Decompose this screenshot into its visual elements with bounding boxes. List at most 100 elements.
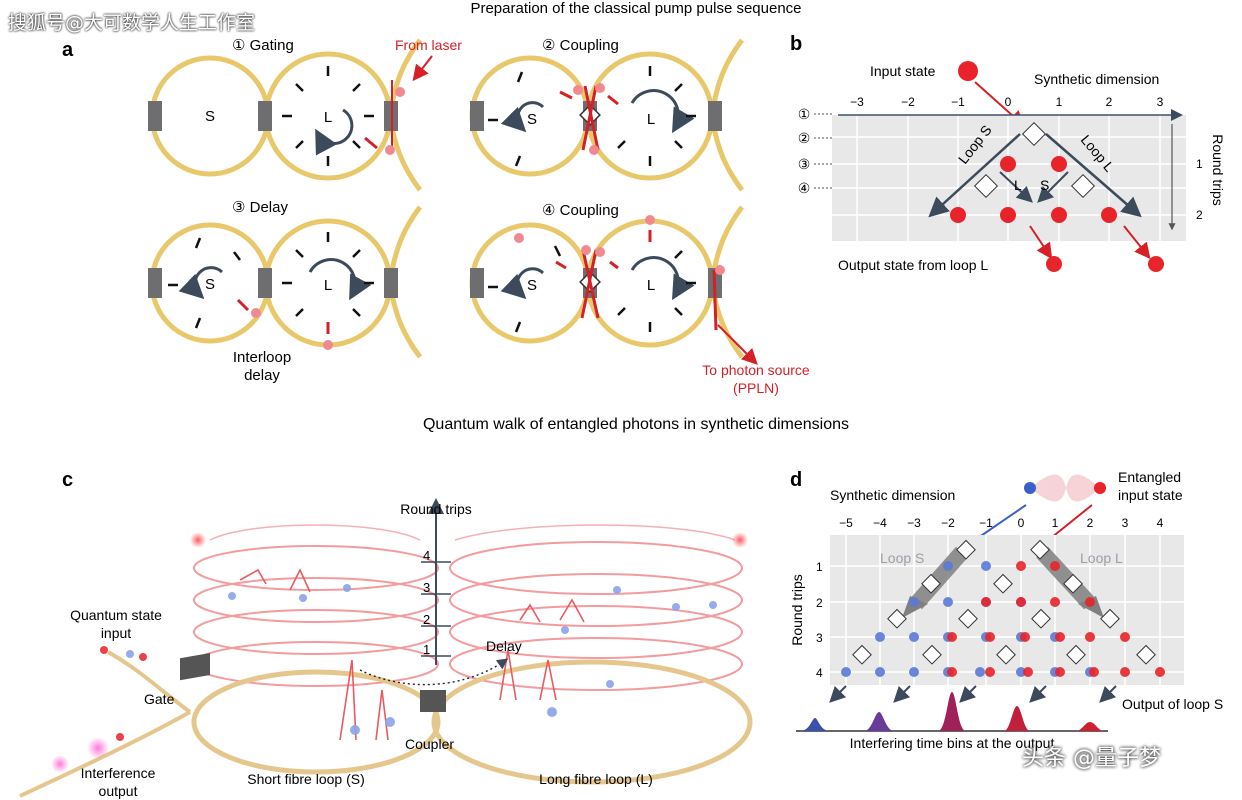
beam-splitter-icon [1021, 121, 1047, 147]
gate-block [180, 652, 210, 681]
b-tick: −3 [850, 95, 864, 109]
input-state-dot [958, 61, 978, 81]
b-tick: 2 [1106, 95, 1113, 109]
d-tick: −2 [941, 516, 955, 530]
d-tick: 0 [1018, 516, 1025, 530]
b-tick: 0 [1005, 95, 1012, 109]
d-tick: −4 [873, 516, 887, 530]
interference-label-1: Interference [81, 765, 156, 781]
d-synthetic-dimension-label: Synthetic dimension [830, 487, 955, 503]
middle-title: Quantum walk of entangled photons in syn… [423, 416, 849, 433]
loop-l-label: L [647, 111, 655, 128]
trip-tick: 2 [423, 612, 430, 627]
step-coupling2-label: ④ Coupling [542, 202, 619, 219]
step-gating-label: ① Gating [232, 37, 294, 54]
d-tick: 3 [1122, 516, 1129, 530]
small-l-label: L [1014, 177, 1022, 193]
panel-c: c [19, 469, 753, 799]
rotation-arrow-icon [500, 267, 545, 300]
b-tick: −2 [901, 95, 915, 109]
interloop-label-1: Interloop [233, 349, 291, 366]
to-source-label-2: (PPLN) [733, 380, 779, 396]
interloop-label-2: delay [244, 367, 280, 384]
round-trips-label: Round trips [1210, 134, 1226, 206]
short-fibre-loop [191, 669, 441, 775]
panel-d-letter: d [790, 469, 802, 491]
to-source-label-1: To photon source [702, 362, 810, 378]
panel-a-coupling-2: ④ Coupling S L To photon source (PPLN) [469, 202, 810, 396]
d-tick: −3 [907, 516, 921, 530]
loop-s-label: S [205, 108, 215, 125]
rotation-arrow-icon [178, 266, 224, 300]
panel-a-delay: ③ Delay S L Interloop delay [148, 199, 423, 384]
synthetic-dimension-label: Synthetic dimension [1034, 71, 1159, 87]
b-tick: 1 [1056, 95, 1063, 109]
rotation-arrow-icon [315, 108, 354, 156]
loop-s-label: S [527, 111, 537, 128]
entangled-label-2: input state [1118, 487, 1183, 503]
loop-l-label: L [647, 277, 655, 294]
panel-a-gating: ① Gating S L From laser [148, 37, 462, 192]
gate-label: Gate [144, 691, 175, 707]
step-coupling-label: ② Coupling [542, 37, 619, 54]
top-title: Preparation of the classical pump pulse … [470, 0, 801, 17]
entangled-label-1: Entangled [1118, 469, 1181, 485]
watermark-top-left: 搜狐号@大可数学人生工作室 [8, 12, 256, 34]
short-loop-label: Short fibre loop (S) [247, 771, 365, 787]
round-trips-label: Round trips [400, 501, 472, 517]
d-rt-tick: 2 [816, 596, 823, 610]
loop-l-label: L [324, 277, 332, 294]
d-loop-l-label: Loop L [1080, 550, 1123, 566]
interfering-label: Interfering time bins at the output [850, 735, 1055, 751]
coupler-block [258, 101, 272, 131]
step-marker: ① [798, 106, 811, 122]
step-delay-label: ③ Delay [232, 199, 288, 216]
step-marker: ③ [798, 156, 811, 172]
d-tick: 2 [1087, 516, 1094, 530]
rotation-arrow-icon [500, 101, 545, 133]
panel-c-letter: c [62, 469, 73, 491]
beam-splitter-icon [1070, 173, 1096, 199]
to-source-arrow-icon [717, 324, 758, 365]
long-fibre-loop [431, 659, 753, 785]
gate-block [148, 101, 162, 131]
input-state-label: Input state [870, 63, 936, 79]
b-tick: −1 [951, 95, 965, 109]
loop-l-label: L [324, 109, 332, 126]
panel-b: b Input state Synthetic dimension −3 −2 … [790, 33, 1226, 273]
trip-tick: 1 [423, 642, 430, 657]
d-rt-tick: 3 [816, 631, 823, 645]
interference-label-2: output [99, 783, 138, 799]
quantum-input-label-1: Quantum state [70, 607, 162, 623]
trip-tick: 4 [423, 548, 430, 563]
panel-d: d Synthetic dimension Entangled input st… [789, 469, 1223, 751]
panel-a-coupling-1: ② Coupling S L [469, 37, 745, 192]
rt-tick: 2 [1196, 208, 1203, 222]
d-tick: −1 [979, 516, 993, 530]
from-laser-label: From laser [395, 37, 462, 53]
panel-a-letter: a [62, 39, 74, 61]
d-tick: 4 [1157, 516, 1164, 530]
d-loop-s-label: Loop S [880, 550, 924, 566]
watermark-bottom-right: 头条 @量子梦 [1022, 746, 1161, 771]
trip-tick: 3 [423, 580, 430, 595]
delay-label: Delay [486, 638, 522, 654]
coupler-label: Coupler [405, 736, 454, 752]
rt-tick: 1 [1196, 157, 1203, 171]
loop-s-label: S [527, 277, 537, 294]
rotation-arrow-icon [630, 256, 695, 301]
step-marker: ② [798, 130, 811, 146]
coupler-block [420, 690, 446, 712]
laser-arrow-icon [412, 55, 433, 82]
d-round-trips-label: Round trips [789, 574, 805, 646]
d-rt-tick: 4 [816, 666, 823, 680]
step-marker: ④ [798, 180, 811, 196]
d-tick: 1 [1052, 516, 1059, 530]
b-tick: 3 [1157, 95, 1164, 109]
quantum-input-label-2: input [101, 625, 131, 641]
loop-s-label: S [205, 276, 215, 293]
small-s-label: S [1040, 177, 1049, 193]
panel-b-letter: b [790, 33, 802, 55]
output-label: Output state from loop L [838, 257, 988, 273]
